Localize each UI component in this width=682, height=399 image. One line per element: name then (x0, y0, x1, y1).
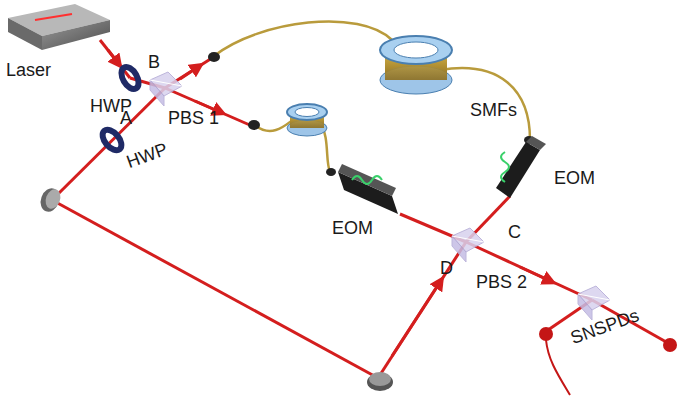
port-label: B (146, 52, 162, 72)
component-label: HWP (122, 138, 172, 173)
polarizing-beam-splitter (150, 72, 610, 320)
component-label: PBS 2 (474, 272, 529, 292)
component-label: PBS 1 (166, 108, 221, 128)
laser-beams (52, 40, 668, 378)
port-label: C (506, 222, 523, 242)
component-label: SMFs (468, 100, 519, 120)
port-label: D (438, 258, 455, 278)
eom (338, 136, 546, 214)
mirror (37, 186, 393, 391)
fiber-coupler (208, 52, 534, 176)
optical-fibers (214, 21, 530, 172)
port-label: A (118, 108, 134, 128)
fiber-spool (287, 36, 452, 136)
laser (8, 4, 110, 50)
device-label: Laser (4, 60, 53, 80)
detector (539, 327, 677, 395)
component-label: EOM (330, 218, 375, 238)
component-label: EOM (552, 168, 597, 188)
